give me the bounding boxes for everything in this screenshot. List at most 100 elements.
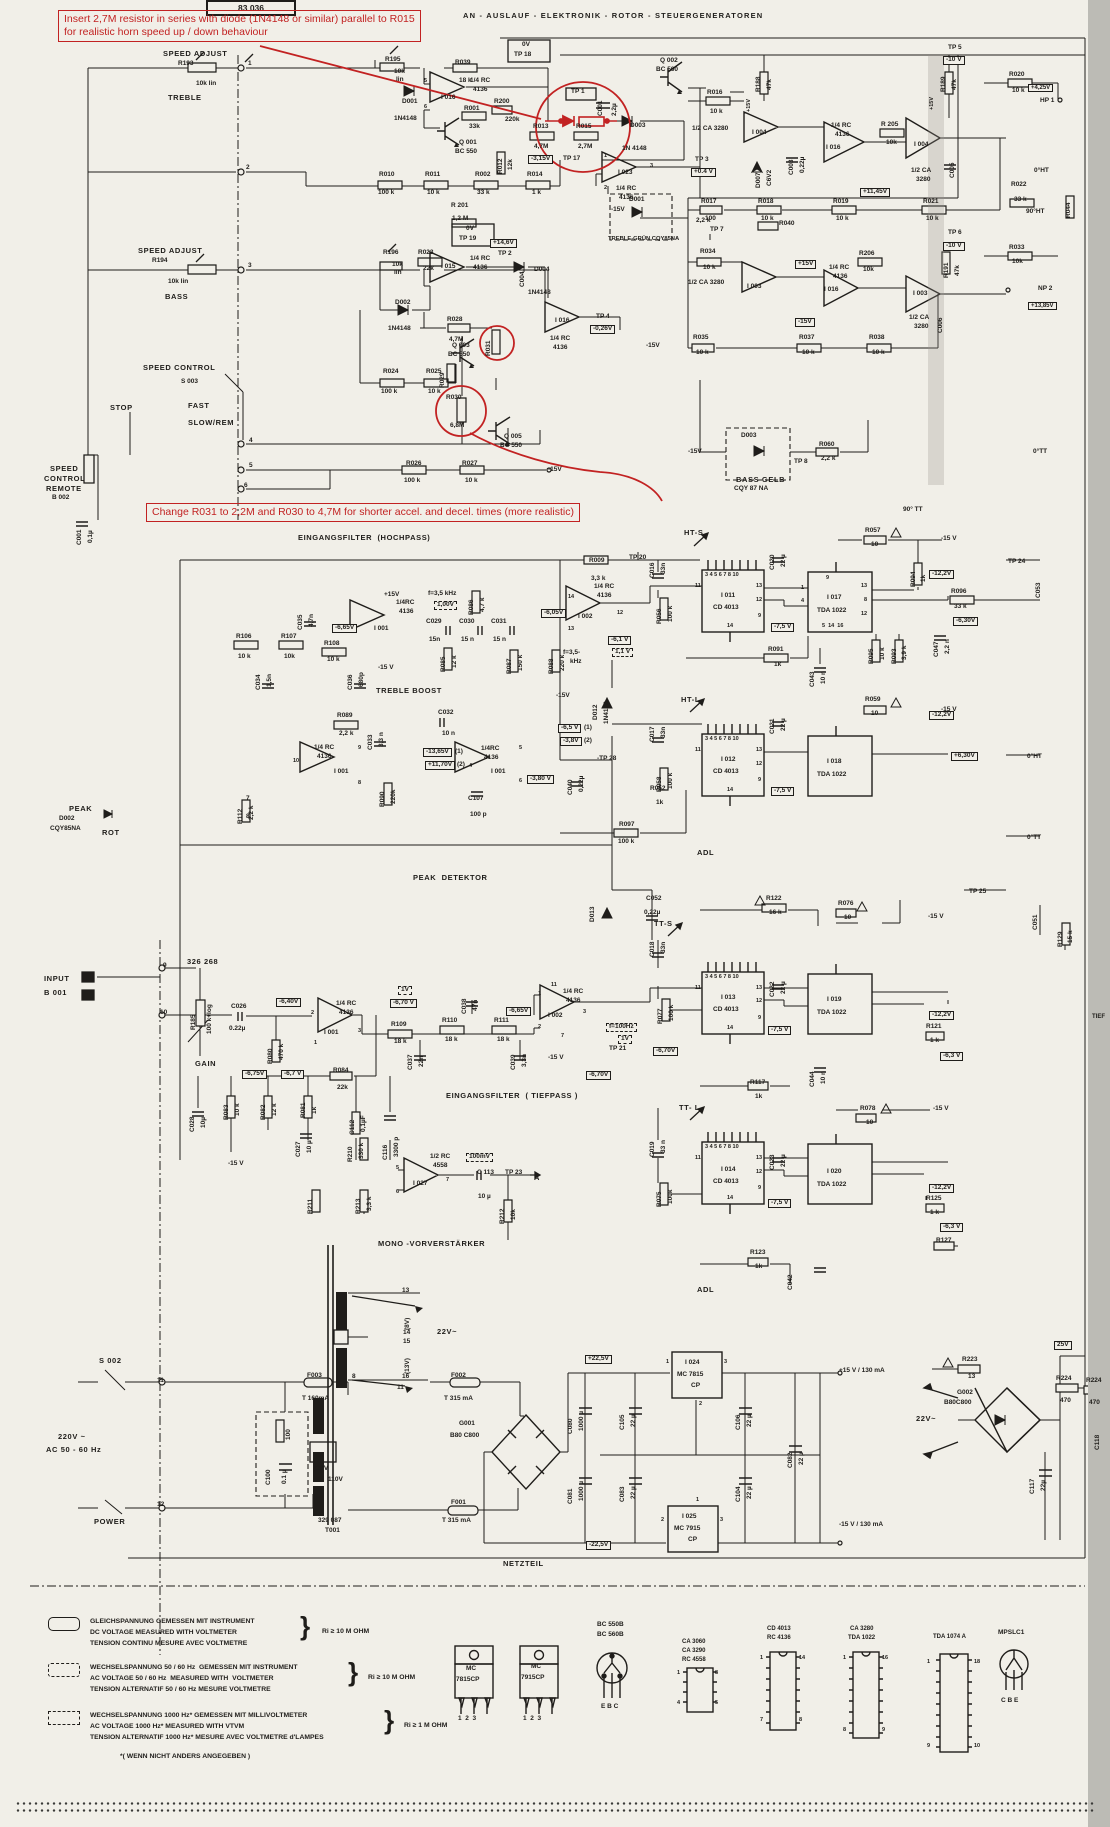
schematic-label: 5 (519, 745, 523, 751)
schematic-label: 1k (755, 1263, 763, 1270)
schematic-label: 33 k (1014, 196, 1027, 203)
schematic-label: D013 (589, 906, 596, 922)
schematic-label: 14 (727, 787, 734, 793)
schematic-label: -6,70V (586, 1071, 612, 1080)
schematic-label: TDA 1022 (817, 771, 847, 778)
schematic-label: 9 (826, 575, 830, 581)
schematic-label: 13 (756, 1155, 763, 1161)
schematic-label: 100 k (667, 772, 674, 789)
schematic-label: R224 (1086, 1377, 1102, 1384)
schematic-label: -22,5V (586, 1541, 612, 1550)
schematic-label: TREBLE BOOST (376, 686, 442, 695)
to92-bc550 (596, 1652, 628, 1698)
schematic-label: 2,2 k (696, 217, 711, 224)
schematic-label: -6,05V (541, 609, 567, 618)
schematic-label: 10k lin (196, 80, 217, 87)
schematic-label: -6,30V (953, 617, 979, 626)
schematic-label: 14 (799, 1655, 806, 1661)
schematic-label: C032 (438, 709, 454, 716)
schematic-label: R111 (494, 1017, 509, 1024)
schematic-label: R059 (865, 696, 881, 703)
schematic-label: +22,5V (585, 1355, 612, 1364)
schematic-label: 1/4 RC (594, 583, 615, 590)
schematic-label: D004 (534, 266, 550, 273)
schematic-label: A (534, 1173, 541, 1182)
schematic-label: 1 k (532, 189, 542, 196)
schematic-label: CA 3060 (682, 1639, 706, 1645)
schematic-label: TP 5 (948, 44, 962, 51)
schematic-label: 10 k (926, 215, 939, 222)
schematic-label: 470 (1089, 1399, 1100, 1406)
schematic-label: C019 (649, 1141, 656, 1157)
schematic-label: GAIN (195, 1059, 217, 1068)
schematic-label: C020 (769, 554, 776, 570)
node-terminals (158, 64, 1063, 1546)
schematic-label: S 002 (99, 1356, 122, 1365)
schematic-label: 10k (863, 266, 874, 273)
schematic-label: kHz (570, 658, 582, 665)
schematic-label: -15V (556, 692, 570, 699)
schematic-label: -6,70 V (390, 999, 417, 1008)
schematic-label: 3 (720, 1517, 724, 1523)
schematic-label: 4136 (339, 1009, 354, 1016)
schematic-label: I 017 (827, 594, 842, 601)
schematic-label: TP 17 (563, 155, 581, 162)
schematic-label: I 012 (721, 756, 736, 763)
schematic-label: I 001 (491, 768, 506, 775)
schematic-label: -6,7 V (281, 1070, 305, 1079)
schematic-label: -10 V (943, 56, 965, 65)
schematic-label: 9 (927, 1743, 931, 1749)
transformer-symbol (313, 1245, 423, 1525)
schematic-label: R038 (869, 334, 885, 341)
schematic-label: 0°TT (1027, 834, 1042, 841)
schematic-label: Q 001 (459, 139, 477, 146)
schematic-label: 3,9 k (901, 645, 908, 660)
schematic-label: T 315 mA (444, 1395, 473, 1402)
schematic-label: 2,2µ (611, 103, 618, 116)
schematic-label: 6 (519, 778, 523, 784)
schematic-label: 4,7M (534, 143, 549, 150)
schematic-label: R090 (379, 791, 386, 807)
schematic-label: R015 (576, 123, 592, 130)
schematic-label: 1k (755, 1093, 763, 1100)
schematic-label: 1/4 RC (336, 1000, 357, 1007)
schematic-label: C100 (265, 1469, 272, 1485)
schematic-label: 47n (472, 999, 479, 1011)
schematic-label: 47k (954, 265, 961, 276)
schematic-label: 3 (650, 163, 654, 169)
to220-7915 (519, 1645, 559, 1714)
schematic-label: 10k (886, 139, 897, 146)
schematic-label: 10 k (465, 477, 478, 484)
schematic-label: CA 3280 (850, 1626, 874, 1632)
schematic-label: C022 (769, 981, 776, 997)
schematic-label: CA 3290 (682, 1648, 706, 1654)
schematic-label: C017 (649, 726, 656, 742)
schematic-label: -6,3 V (940, 1052, 964, 1061)
schematic-label: 12 k (451, 655, 458, 668)
schematic-label: C117 (1029, 1478, 1036, 1494)
schematic-label: C106 (735, 1414, 742, 1430)
schematic-label: R117 (750, 1079, 766, 1086)
schematic-label: -15V (688, 448, 702, 455)
schematic-label: R 201 (451, 202, 469, 209)
schematic-label: -15 V (378, 664, 394, 671)
annotation-note-2: Change R031 to 2,2M and R030 to 4,7M for… (146, 503, 580, 523)
schematic-label: 10 (293, 758, 300, 764)
schematic-label: R018 (758, 198, 774, 205)
dip18 (936, 1653, 972, 1753)
schematic-label: R077 (657, 1008, 664, 1024)
schematic-label: 1/4 RC (470, 77, 491, 84)
schematic-label: TP 3 (695, 156, 709, 163)
schematic-label: MC 7815 (677, 1371, 704, 1378)
schematic-label: R188 (755, 76, 762, 92)
scan-edge-band (1088, 0, 1110, 1827)
schematic-label: 0°TT (1033, 448, 1048, 455)
schematic-label: 2 (604, 185, 608, 191)
schematic-label: R014 (527, 171, 543, 178)
schematic-label: -15 V / 130 mA (839, 1521, 884, 1528)
schematic-label: lin (396, 76, 404, 83)
schematic-label: BC 560B (597, 1631, 624, 1638)
schematic-label: 33k (469, 123, 480, 130)
schematic-label: R025 (426, 368, 442, 375)
schematic-label: TREBLE-GRÜN CQY85NA (608, 236, 680, 242)
